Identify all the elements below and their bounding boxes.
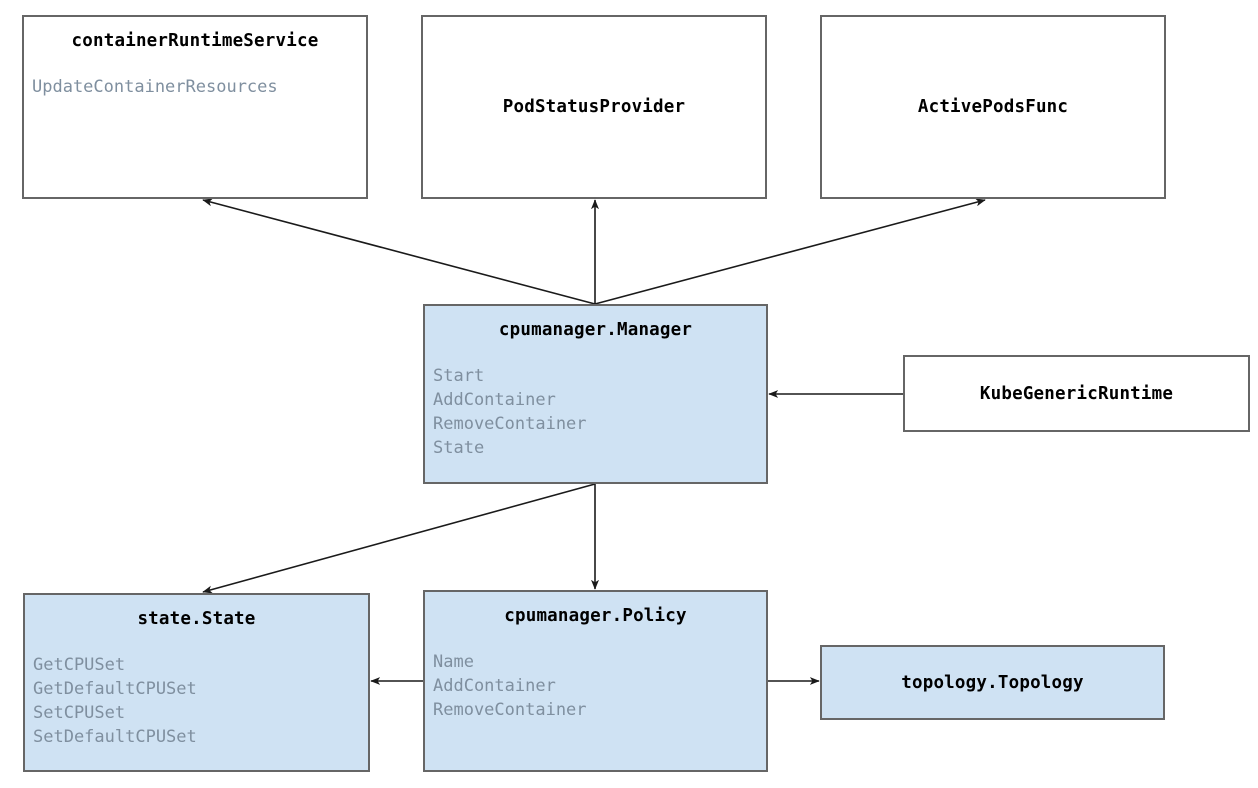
node-topologyTopology[interactable]: topology.Topology xyxy=(820,645,1165,720)
node-member: Name xyxy=(433,652,474,672)
node-title-stateState: state.State xyxy=(137,609,256,629)
node-member: SetCPUSet xyxy=(33,703,126,723)
node-title-containerRuntimeService: containerRuntimeService xyxy=(71,31,319,51)
edge-manager-to-containerRuntimeService xyxy=(202,198,596,305)
node-members-containerRuntimeService: UpdateContainerResources xyxy=(32,75,362,99)
node-kubeGenericRuntime[interactable]: KubeGenericRuntime xyxy=(903,355,1250,432)
node-title-podStatusProvider: PodStatusProvider xyxy=(502,97,686,117)
node-activePodsFunc[interactable]: ActivePodsFunc xyxy=(820,15,1166,199)
node-member: AddContainer xyxy=(433,390,556,410)
node-title-cpumanagerManager: cpumanager.Manager xyxy=(498,320,693,340)
node-member: RemoveContainer xyxy=(433,414,587,434)
node-title-topologyTopology: topology.Topology xyxy=(901,672,1084,693)
node-podStatusProvider[interactable]: PodStatusProvider xyxy=(421,15,767,199)
node-title-kubeGenericRuntime: KubeGenericRuntime xyxy=(979,383,1174,404)
edge-manager-to-stateState xyxy=(202,483,596,594)
node-member: AddContainer xyxy=(433,676,556,696)
node-member: SetDefaultCPUSet xyxy=(33,727,197,747)
node-title-activePodsFunc: ActivePodsFunc xyxy=(917,97,1069,117)
node-member: State xyxy=(433,438,485,458)
node-member: UpdateContainerResources xyxy=(32,77,278,97)
edge-manager-to-activePodsFunc xyxy=(594,198,986,305)
node-member: GetCPUSet xyxy=(33,655,126,675)
node-title-cpumanagerPolicy: cpumanager.Policy xyxy=(504,606,687,626)
node-member: GetDefaultCPUSet xyxy=(33,679,197,699)
node-member: RemoveContainer xyxy=(433,700,587,720)
node-member: Start xyxy=(433,366,485,386)
